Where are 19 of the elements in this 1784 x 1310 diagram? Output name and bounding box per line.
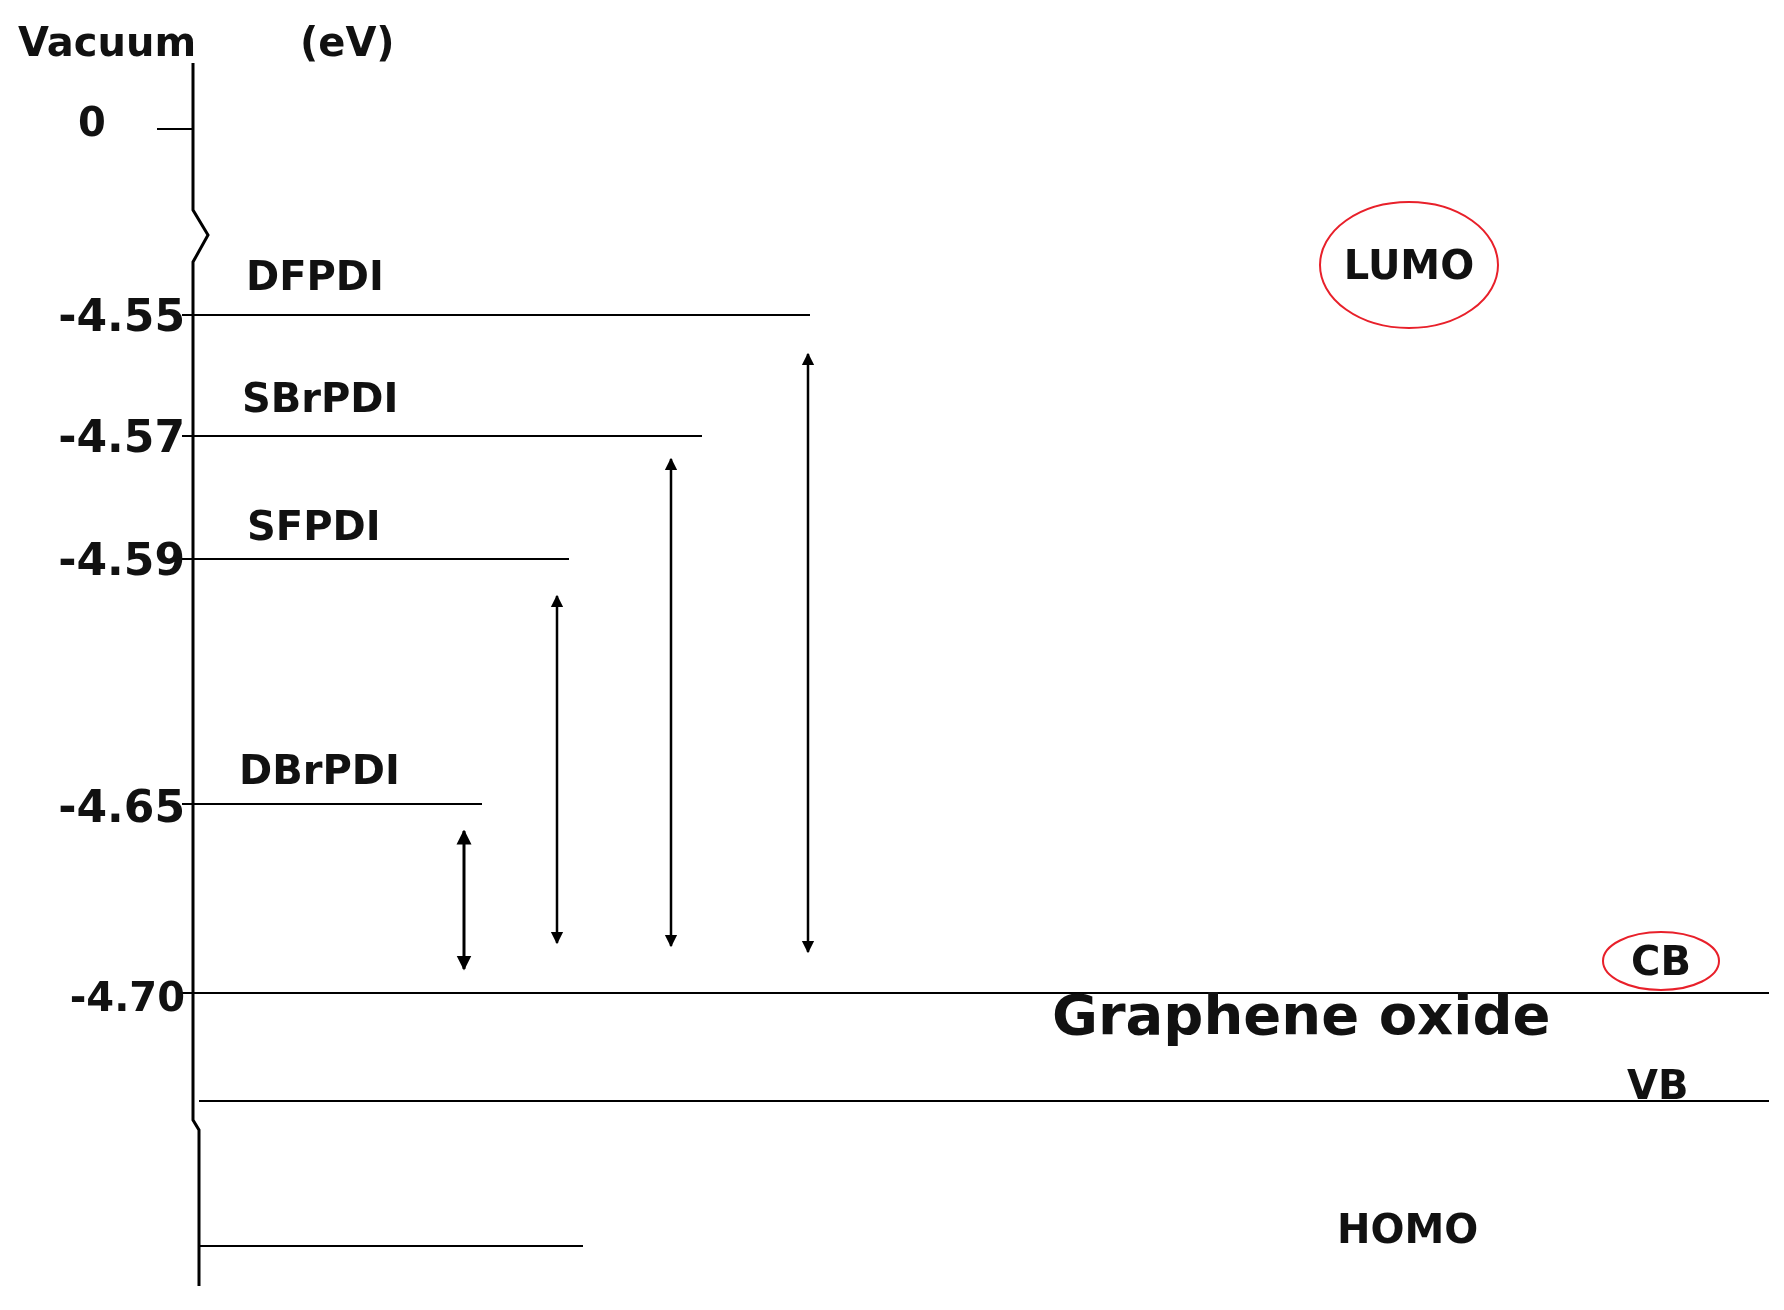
- level-label: DBrPDI: [239, 748, 400, 792]
- level-label: DFPDI: [246, 254, 384, 298]
- level-label: SBrPDI: [242, 376, 399, 420]
- tick-label: -4.59: [57, 535, 185, 585]
- tick-label: -4.55: [57, 291, 185, 341]
- material-label: Graphene oxide: [1052, 984, 1551, 1046]
- tick-label: -4.65: [57, 782, 185, 832]
- oval-marker: [1601, 930, 1721, 992]
- unit-label: (eV): [300, 20, 395, 64]
- oval-marker: [1318, 200, 1500, 330]
- tick-label: 0: [78, 100, 106, 144]
- band-label: VB: [1627, 1063, 1689, 1107]
- band-label: CB: [1631, 939, 1691, 983]
- tick-label: -4.57: [57, 412, 185, 462]
- axis-title: Vacuum: [18, 20, 197, 64]
- band-label: LUMO: [1343, 243, 1475, 287]
- level-label: SFPDI: [247, 504, 381, 548]
- tick-label: -4.70: [68, 975, 185, 1019]
- band-label: HOMO: [1337, 1207, 1479, 1251]
